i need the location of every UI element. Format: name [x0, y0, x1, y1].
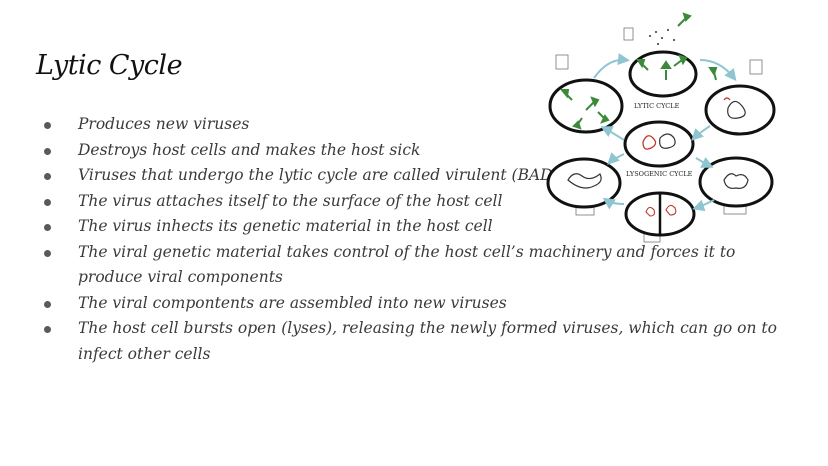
bullet-dot-icon: [44, 122, 51, 129]
arrow-icon: [600, 126, 625, 141]
host-cell-icon: [623, 120, 695, 168]
host-cell-icon: [704, 84, 776, 136]
step-box-icon: [623, 27, 634, 41]
bullet-text: Destroys host cells and makes the host s…: [78, 140, 421, 159]
arrow-icon: [593, 53, 630, 79]
lytic-cycle-label: LYTIC CYCLE: [634, 102, 680, 110]
viral-dna-icon: [645, 206, 656, 217]
host-dna-icon: [567, 173, 602, 189]
host-cell-icon: [548, 78, 624, 134]
bullet-text: The viral genetic material takes control…: [78, 242, 736, 287]
bullet-item: Produces new viruses: [40, 112, 800, 138]
step-box-icon: [555, 54, 569, 70]
bullet-text: The virus attaches itself to the surface…: [78, 191, 503, 210]
bullet-item: Viruses that undergo the lytic cycle are…: [40, 163, 800, 189]
bullet-dot-icon: [44, 326, 51, 333]
released-virus-dots-icon: [649, 29, 675, 45]
host-cell-icon: [546, 157, 622, 209]
bullet-text: The viral compontents are assembled into…: [78, 293, 507, 312]
arrow-icon: [607, 152, 625, 165]
host-cell-icon: [698, 156, 774, 208]
bullet-item: Destroys host cells and makes the host s…: [40, 138, 800, 164]
bullet-text: The host cell bursts open (lyses), relea…: [78, 319, 777, 363]
virus-particles-icon: [559, 12, 718, 130]
slide-title: Lytic Cycle: [36, 50, 183, 81]
viral-dna-icon: [665, 204, 677, 216]
cycle-diagram-svg: LYTIC CYCLE LYSOGENIC CYCLE: [546, 12, 776, 243]
bullet-dot-icon: [44, 300, 51, 308]
bullet-dot-icon: [44, 198, 51, 206]
bullet-dot-icon: [44, 173, 51, 180]
bullet-list: Produces new viruses Destroys host cells…: [40, 112, 800, 367]
bullet-dot-icon: [44, 147, 51, 155]
bullet-item: The virus inhects its genetic material i…: [40, 214, 800, 240]
arrow-icon: [695, 157, 714, 168]
viral-dna-icon: [642, 135, 657, 150]
bullet-text: Produces new viruses: [78, 115, 250, 133]
lytic-lysogenic-diagram: LYTIC CYCLE LYSOGENIC CYCLE: [538, 8, 786, 248]
host-dna-icon: [659, 133, 676, 149]
bullet-text: The virus inhects its genetic material i…: [78, 217, 493, 235]
bullet-item: The viral compontents are assembled into…: [40, 291, 800, 317]
lysogenic-cycle-label: LYSOGENIC CYCLE: [626, 170, 693, 178]
bullet-dot-icon: [44, 224, 51, 231]
viral-dna-icon: [723, 97, 731, 101]
bullet-item: The host cell bursts open (lyses), relea…: [40, 316, 800, 367]
bullet-item: The viral genetic material takes control…: [40, 240, 800, 291]
step-box-icon: [749, 59, 763, 75]
arrow-icon: [602, 197, 625, 210]
bullet-text: Viruses that undergo the lytic cycle are…: [78, 166, 559, 184]
host-dna-icon: [723, 173, 749, 189]
bullet-dot-icon: [44, 249, 51, 257]
host-dna-icon: [727, 100, 746, 119]
bullet-item: The virus attaches itself to the surface…: [40, 189, 800, 215]
arrow-icon: [699, 59, 737, 82]
cycle-arrows: [593, 53, 737, 212]
arrow-icon: [692, 199, 715, 212]
arrow-icon: [691, 125, 711, 141]
